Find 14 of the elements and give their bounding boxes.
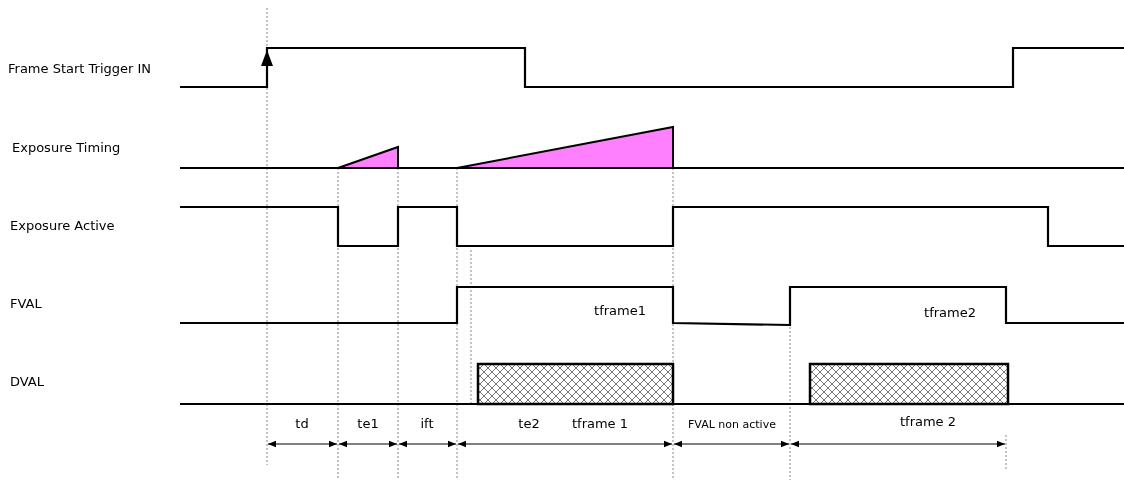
interval-label: FVAL non active (688, 417, 776, 433)
signal-name: DVAL (10, 374, 44, 390)
period-label: tframe2 (924, 305, 976, 321)
interval-label: td (295, 416, 309, 432)
interval-label: te2 (518, 416, 540, 432)
interval-label: ift (420, 416, 434, 432)
period-label: tframe1 (594, 303, 646, 319)
signal-name: Exposure Active (10, 218, 115, 234)
signal-name: Frame Start Trigger IN (8, 61, 152, 77)
interval-label: tframe 1 (571, 416, 629, 432)
signal-name: FVAL (10, 296, 42, 312)
signal-name: Exposure Timing (12, 140, 121, 156)
interval-label: te1 (357, 416, 379, 432)
interval-label: tframe 2 (899, 414, 957, 430)
